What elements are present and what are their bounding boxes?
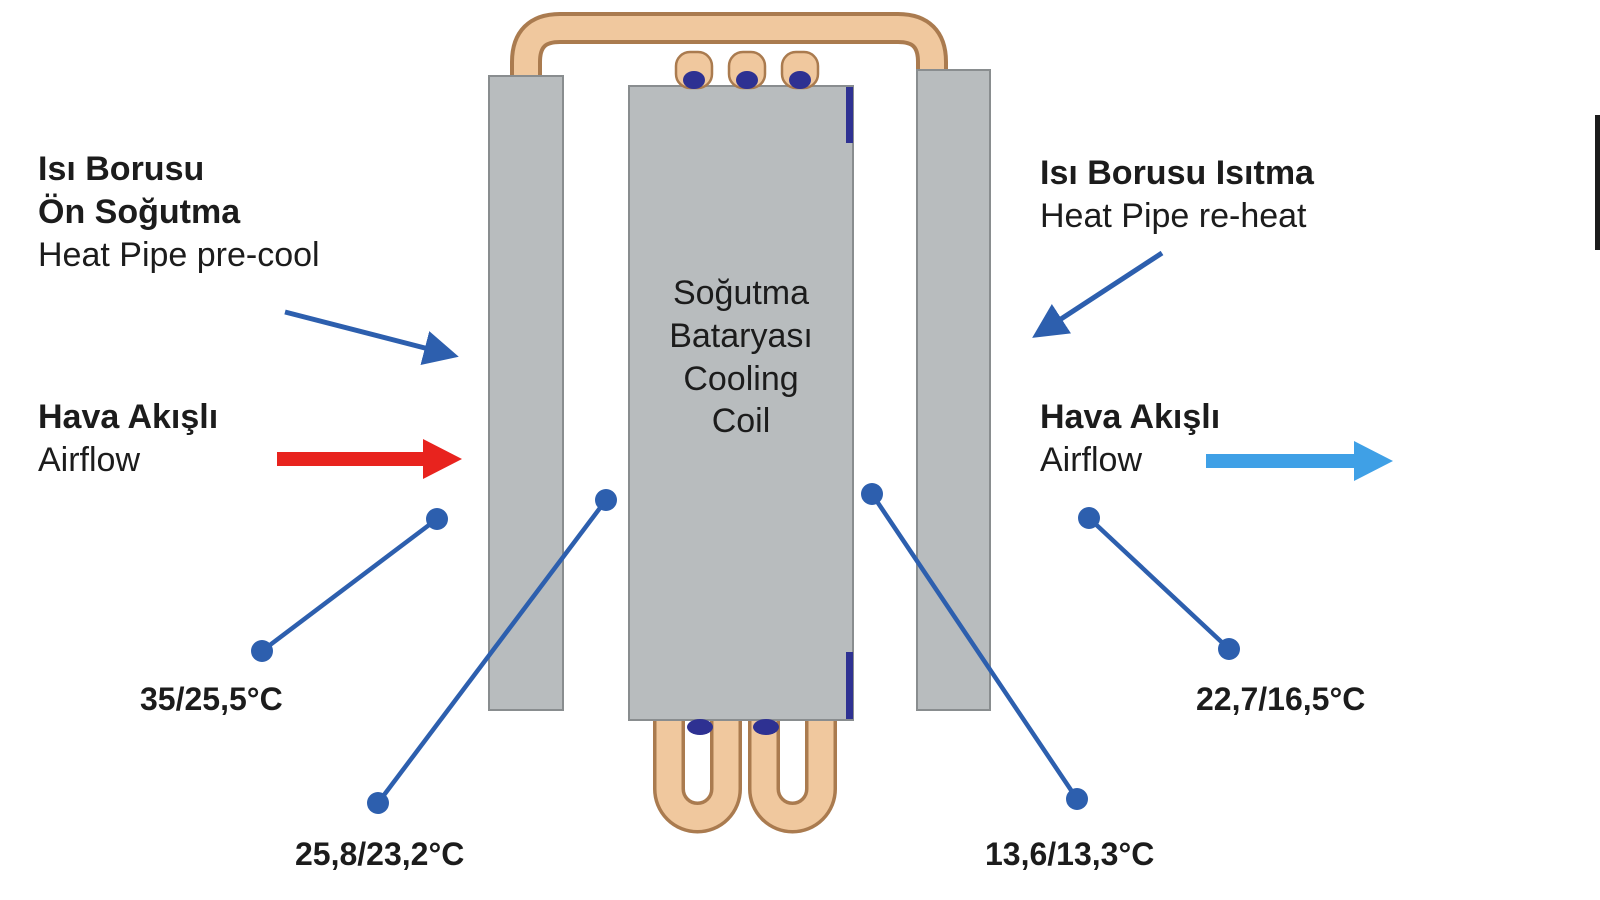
pre-cool-panel <box>488 75 564 711</box>
temp-after-precool: 25,8/23,2°C <box>295 836 465 872</box>
cooling-coil-label-en-2: Coil <box>711 402 771 441</box>
coil-bottom-port-2 <box>753 719 779 735</box>
cooling-coil-panel <box>628 85 854 721</box>
cooling-coil-label: Soğutma Bataryası Cooling Coil <box>629 272 853 443</box>
coil-u-bend-right <box>751 712 834 830</box>
edge-artifact <box>1595 115 1600 250</box>
cooling-coil-label-tr-2: Bataryası <box>669 316 813 355</box>
re-heat-panel <box>916 69 991 711</box>
temp-supply-air: 22,7/16,5°C <box>1196 681 1366 717</box>
airflow-left-label-en: Airflow <box>38 440 141 479</box>
coil-accent-bottom <box>846 652 853 719</box>
pre-cool-label-tr-1: Isı Borusu <box>38 150 205 188</box>
pre-cool-label: Isı Borusu Ön Soğutma Heat Pipe pre-cool <box>38 148 320 276</box>
heat-pipe-loop <box>514 16 944 95</box>
temp-after-cooling-coil: 13,6/13,3°C <box>985 836 1155 872</box>
cooling-coil-label-en-1: Cooling <box>683 359 799 398</box>
airflow-arrow-right <box>1206 441 1393 481</box>
airflow-left-label-tr: Hava Akışlı <box>38 398 219 436</box>
re-heat-label-en: Heat Pipe re-heat <box>1040 196 1307 235</box>
fitting-port-3 <box>789 71 811 89</box>
fitting-port-1 <box>683 71 705 89</box>
pre-cool-label-tr-2: Ön Soğutma <box>38 192 241 231</box>
coil-bottom-port-1 <box>687 719 713 735</box>
leader-supply-air <box>1078 507 1240 660</box>
coil-accent-top <box>846 87 853 143</box>
coil-top-fittings <box>674 50 820 90</box>
coil-u-bend-left <box>656 712 739 830</box>
leader-after-cooling-coil <box>861 483 1088 810</box>
airflow-right-label-en: Airflow <box>1040 440 1143 479</box>
pre-cool-label-en: Heat Pipe pre-cool <box>38 235 320 274</box>
re-heat-pointer-arrow <box>1032 250 1164 338</box>
re-heat-label: Isı Borusu Isıtma Heat Pipe re-heat <box>1040 152 1314 238</box>
fitting-port-2 <box>736 71 758 89</box>
temp-outdoor-air: 35/25,5°C <box>140 681 283 717</box>
leader-outdoor-air <box>251 508 448 662</box>
airflow-right-label-tr: Hava Akışlı <box>1040 398 1221 436</box>
leader-after-precool <box>367 489 617 814</box>
pre-cool-pointer-arrow <box>284 309 459 365</box>
airflow-arrow-left <box>277 439 462 479</box>
airflow-left-label: Hava Akışlı Airflow <box>38 396 218 482</box>
cooling-coil-label-tr-1: Soğutma <box>672 274 810 312</box>
re-heat-label-tr: Isı Borusu Isıtma <box>1040 154 1314 192</box>
airflow-right-label: Hava Akışlı Airflow <box>1040 396 1220 482</box>
